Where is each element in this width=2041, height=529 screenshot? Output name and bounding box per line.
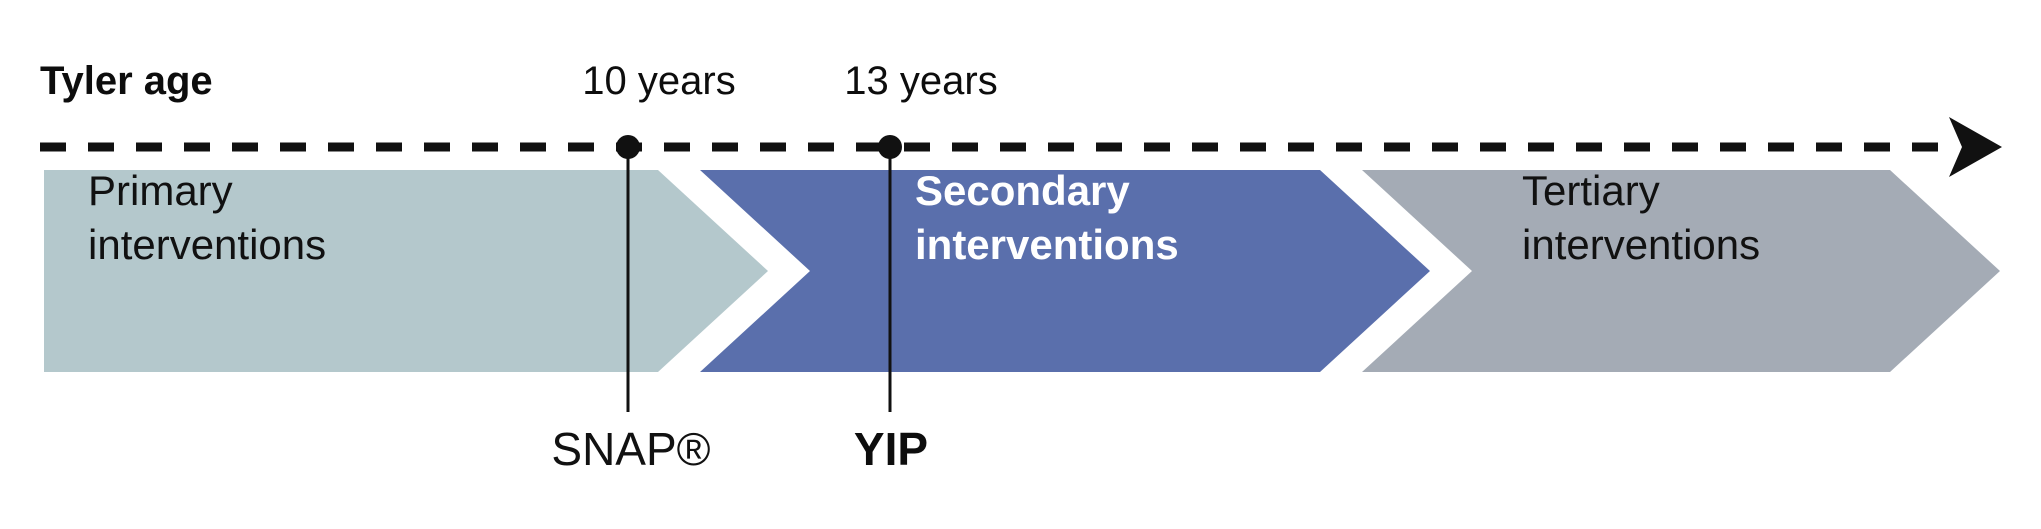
program-label-snap: SNAP® — [551, 423, 710, 475]
stage-shape-primary — [44, 170, 768, 372]
timeline-arrowhead-icon — [1949, 117, 2002, 177]
stage-label-primary-line2: interventions — [88, 221, 326, 268]
axis-caption-tyler-age: Tyler age — [40, 59, 213, 103]
age-tick-label-10-years: 10 years — [582, 59, 735, 103]
stage-label-primary-line1: Primary — [88, 167, 233, 214]
stage-shape-secondary — [700, 170, 1430, 372]
stage-shape-tertiary — [1362, 170, 2000, 372]
stage-label-tertiary-line2: interventions — [1522, 221, 1760, 268]
stage-label-secondary-line1: Secondary — [915, 167, 1130, 214]
timeline-marker-10-years — [616, 135, 640, 159]
age-tick-label-13-years: 13 years — [844, 59, 997, 103]
timeline-marker-13-years — [878, 135, 902, 159]
stage-label-tertiary-line1: Tertiary — [1522, 167, 1660, 214]
stage-label-secondary-line2: interventions — [915, 221, 1179, 268]
program-label-yip: YIP — [854, 423, 928, 475]
